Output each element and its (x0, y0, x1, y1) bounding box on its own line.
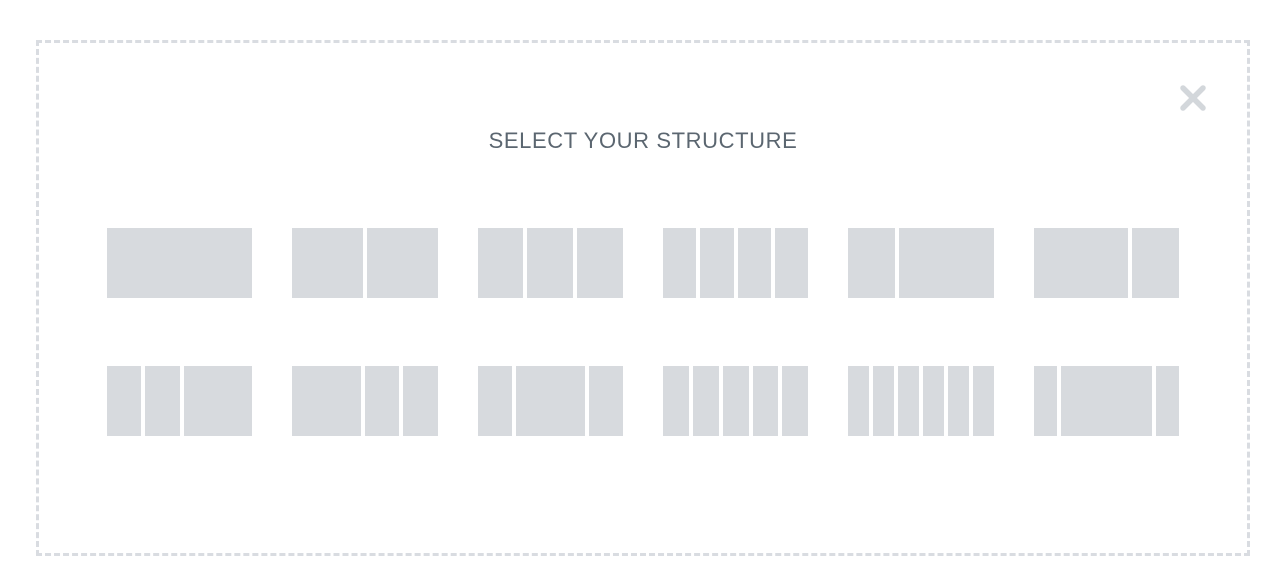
column-block (899, 228, 994, 298)
structure-option-half-quarter-quarter[interactable] (292, 366, 438, 436)
column-block (972, 366, 994, 436)
column-block (848, 228, 896, 298)
column-block (1156, 366, 1179, 436)
column-block (183, 366, 253, 436)
column-block (775, 228, 809, 298)
column-block (292, 366, 361, 436)
structure-option-full-width[interactable] (107, 228, 253, 298)
column-block (700, 228, 734, 298)
column-block (403, 366, 438, 436)
column-block (107, 366, 142, 436)
column-block (1033, 366, 1057, 436)
structure-option-quarter-half-quarter[interactable] (477, 366, 623, 436)
close-icon-glyph (1180, 85, 1206, 111)
column-block (692, 366, 719, 436)
structure-option-two-equal-columns[interactable] (292, 228, 438, 298)
column-block (515, 366, 585, 436)
structure-option-quarter-quarter-half[interactable] (107, 366, 253, 436)
structure-option-one-third-two-thirds[interactable] (848, 228, 994, 298)
select-structure-modal: SELECT YOUR STRUCTURE (36, 40, 1250, 556)
column-block (782, 366, 809, 436)
column-block (947, 366, 969, 436)
structure-option-four-equal-columns[interactable] (662, 228, 809, 298)
column-block (873, 366, 895, 436)
column-block (662, 366, 689, 436)
column-block (365, 366, 400, 436)
column-block (923, 366, 944, 436)
column-block (577, 228, 623, 298)
column-block (737, 228, 772, 298)
column-block (752, 366, 779, 436)
column-block (722, 366, 749, 436)
close-icon[interactable] (1178, 83, 1208, 113)
structure-option-five-equal-columns[interactable] (662, 366, 809, 436)
column-block (588, 366, 623, 436)
column-block (662, 228, 697, 298)
column-block (292, 228, 363, 298)
structure-option-narrow-wide-narrow[interactable] (1033, 366, 1179, 436)
column-block (477, 228, 524, 298)
column-block (1131, 228, 1179, 298)
structures-grid (107, 228, 1179, 436)
modal-title: SELECT YOUR STRUCTURE (488, 128, 798, 153)
structure-option-three-equal-columns[interactable] (477, 228, 623, 298)
column-block (367, 228, 438, 298)
column-block (477, 366, 512, 436)
structure-option-two-thirds-one-third[interactable] (1033, 228, 1179, 298)
column-block (1033, 228, 1128, 298)
column-block (145, 366, 180, 436)
column-block (1060, 366, 1153, 436)
column-block (898, 366, 919, 436)
structure-option-six-equal-columns[interactable] (848, 366, 994, 436)
column-block (107, 228, 253, 298)
column-block (848, 366, 870, 436)
column-block (527, 228, 574, 298)
